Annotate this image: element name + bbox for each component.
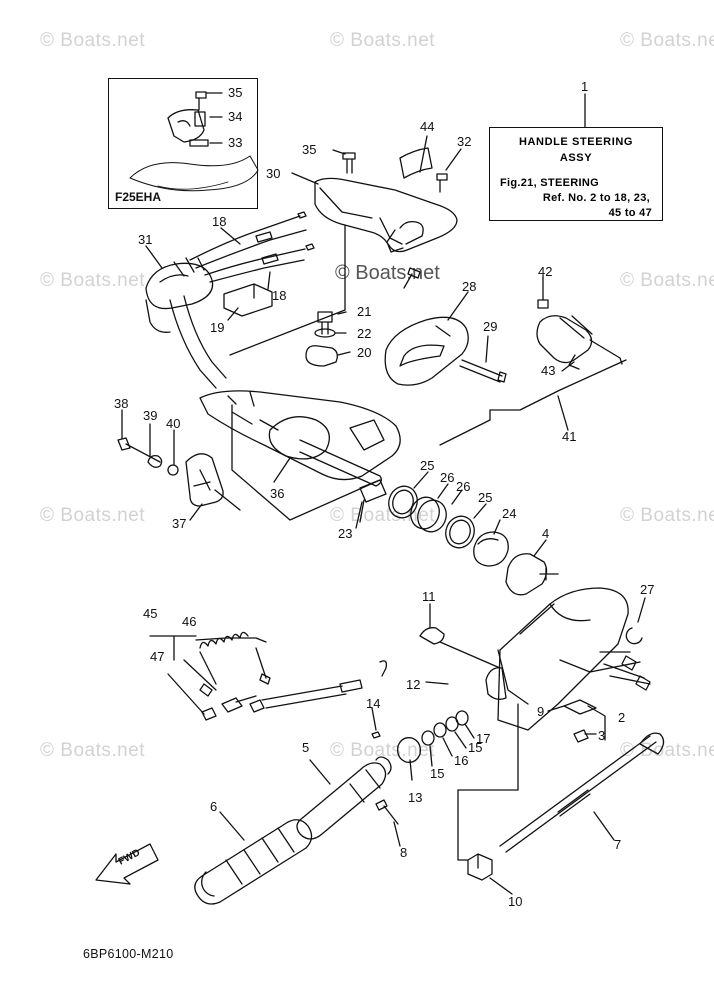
callout-3: 3 — [598, 728, 606, 743]
watermark: © Boats.net — [330, 30, 436, 51]
callout-15: 15 — [430, 766, 445, 781]
center-watermark: © Boats.net — [335, 262, 440, 284]
callout-28: 28 — [462, 279, 477, 294]
part-18-cables — [189, 211, 315, 283]
watermark: © Boats.net — [620, 30, 714, 51]
inset-detail-box: F25EHA — [108, 78, 258, 209]
callout-18: 18 — [212, 214, 227, 229]
callout-42: 42 — [538, 264, 553, 279]
callout-6: 6 — [210, 799, 218, 814]
callout-13: 13 — [408, 790, 423, 805]
callout-19: 19 — [210, 320, 225, 335]
inset-model-label: F25EHA — [115, 190, 162, 204]
callout-32: 32 — [457, 134, 472, 149]
callout-7: 7 — [614, 837, 622, 852]
callout-22: 22 — [357, 326, 372, 341]
callout-8: 8 — [400, 845, 408, 860]
callout-24: 24 — [502, 506, 517, 521]
callout-14: 14 — [366, 696, 381, 711]
callout-9: 9 — [537, 704, 545, 719]
watermark: © Boats.net — [620, 505, 714, 526]
callout-12: 12 — [406, 677, 421, 692]
watermark: © Boats.net — [330, 740, 436, 761]
callout-20: 20 — [357, 345, 372, 360]
part-7-shaft — [499, 732, 665, 853]
part-31-grommet — [145, 257, 214, 333]
callout-26: 26 — [440, 470, 455, 485]
callout-17: 17 — [476, 731, 491, 746]
note-ref-line1: Ref. No. 2 to 18, 23, — [542, 192, 650, 204]
part-6-grip — [194, 819, 313, 905]
part-37-clip — [185, 453, 224, 507]
callout-11: 11 — [422, 589, 436, 604]
note-figure-ref: Fig.21, STEERING — [500, 177, 599, 189]
callout-5: 5 — [302, 740, 310, 755]
part-5-tube — [296, 756, 392, 840]
callout-21: 21 — [357, 304, 372, 319]
callout-31: 31 — [138, 232, 153, 247]
callout-38: 38 — [114, 396, 129, 411]
part-36-handle — [169, 295, 401, 487]
watermark: © Boats.net — [40, 505, 146, 526]
watermark: © Boats.net — [330, 505, 436, 526]
fwd-arrow — [95, 843, 159, 885]
callout-35-inset: 35 — [228, 85, 243, 100]
note-title-line1: HANDLE STEERING — [518, 136, 634, 148]
callout-2: 2 — [618, 710, 626, 725]
callout-25: 25 — [420, 458, 435, 473]
callout-44: 44 — [420, 119, 435, 134]
callout-4: 4 — [542, 526, 550, 541]
part-43-linkage — [536, 299, 623, 370]
callout-40: 40 — [166, 416, 181, 431]
callout-26: 26 — [456, 479, 471, 494]
callout-29: 29 — [483, 319, 498, 334]
callout-41: 41 — [562, 429, 577, 444]
note-ref-line2: 45 to 47 — [608, 207, 652, 219]
callout-18: 18 — [272, 288, 287, 303]
part-28-cover — [384, 316, 469, 386]
callout-36: 36 — [270, 486, 285, 501]
callout-45: 45 — [143, 606, 158, 621]
note-title-line2: ASSY — [559, 152, 593, 164]
callout-15: 15 — [468, 740, 483, 755]
watermark: © Boats.net — [40, 270, 146, 291]
callout-34-inset: 34 — [228, 109, 243, 124]
part-2-steering-bracket — [485, 587, 651, 731]
callout-1: 1 — [581, 79, 589, 94]
diagram-code: 6BP6100-M210 — [83, 947, 174, 961]
callout-46: 46 — [182, 614, 197, 629]
callout-39: 39 — [143, 408, 158, 423]
callout-43: 43 — [541, 363, 556, 378]
callout-16: 16 — [454, 753, 469, 768]
callout-35: 35 — [302, 142, 317, 157]
watermark: © Boats.net — [620, 270, 714, 291]
callout-33-inset: 33 — [228, 135, 243, 150]
watermark: © Boats.net — [40, 30, 146, 51]
callout-30: 30 — [266, 166, 281, 181]
inset-bracket — [129, 91, 259, 192]
callout-10: 10 — [508, 894, 523, 909]
part-30-bracket — [314, 177, 458, 253]
callout-27: 27 — [640, 582, 655, 597]
callout-47: 47 — [150, 649, 165, 664]
part-46-coil-cord — [195, 631, 271, 697]
callout-25: 25 — [478, 490, 493, 505]
watermark: © Boats.net — [40, 740, 146, 761]
callout-37: 37 — [172, 516, 187, 531]
assembly-note-box: HANDLE STEERING ASSY Fig.21, STEERING Re… — [489, 127, 663, 221]
callout-23: 23 — [338, 526, 353, 541]
